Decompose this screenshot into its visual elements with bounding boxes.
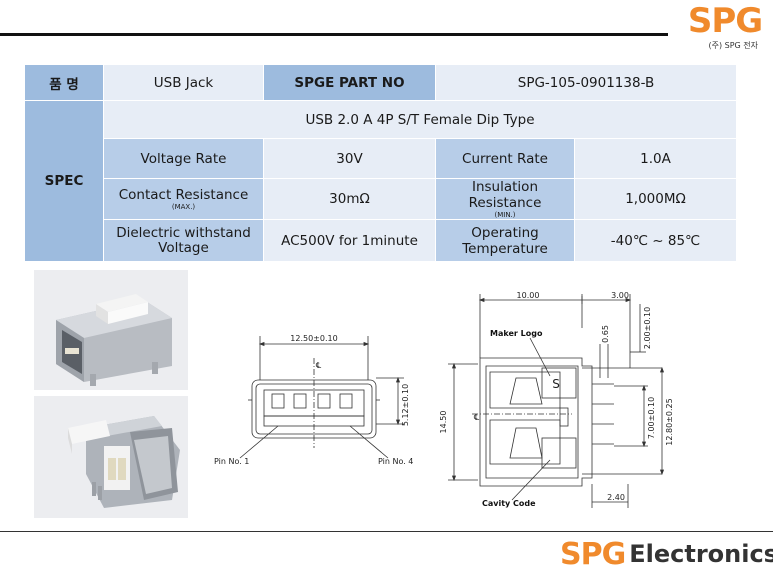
usb-jack-photo-front-image — [34, 270, 188, 390]
operating-temperature-value: -40℃ ~ 85℃ — [574, 219, 737, 262]
usb-jack-photo-angle-image — [34, 396, 188, 518]
contact-resistance-sub: (MAX.) — [171, 203, 196, 211]
dielectric-voltage-label-text: Dielectric withstand Voltage — [116, 224, 251, 256]
side-view-drawing: 10.00 3.00 0.65 2.00±0.10 7.00±0.10 12.8… — [432, 288, 732, 514]
side-dim-v-b: 2.00±0.10 — [643, 307, 652, 349]
dielectric-voltage-label: Dielectric withstand Voltage — [103, 219, 264, 262]
side-dim-v-a: 0.65 — [601, 325, 610, 343]
current-rate-value: 1.0A — [574, 138, 737, 179]
dielectric-voltage-value: AC500V for 1minute — [263, 219, 436, 262]
bottom-rule — [0, 531, 773, 532]
voltage-rate-value: 30V — [263, 138, 436, 179]
current-rate-label-text: Current Rate — [462, 150, 548, 167]
insulation-resistance-label-text: Insulation Resistance — [468, 179, 542, 211]
current-rate-label: Current Rate — [435, 138, 575, 179]
maker-logo-label: Maker Logo — [490, 329, 543, 338]
insulation-resistance-sub: (MIN.) — [494, 211, 516, 219]
contact-resistance-label-text: Contact Resistance — [118, 187, 249, 203]
maker-logo-glyph: S — [552, 377, 560, 391]
side-view-svg: 10.00 3.00 0.65 2.00±0.10 7.00±0.10 12.8… — [439, 291, 674, 508]
brand-logo-top: SPG (주) SPG 전자 — [684, 2, 766, 54]
contact-resistance-label: Contact Resistance(MAX.) — [103, 178, 264, 220]
insulation-resistance-value: 1,000MΩ — [574, 178, 737, 220]
type-description: USB 2.0 A 4P S/T Female Dip Type — [103, 100, 737, 139]
product-name-label: 품 명 — [24, 64, 104, 101]
operating-temperature-label-text: Operating Temperature — [462, 224, 548, 257]
part-no-label: SPGE PART NO — [263, 64, 436, 101]
product-photo-angle — [34, 396, 188, 518]
spec-label: SPEC — [24, 100, 104, 262]
pin4-label: Pin No. 4 — [378, 457, 413, 466]
side-top-dim-b: 3.00 — [611, 291, 629, 300]
front-view-svg: 12.50±0.10 ℄ 5.12±0.10 Pin No. 1 Pin No.… — [214, 334, 413, 466]
voltage-rate-label-text: Voltage Rate — [140, 150, 227, 167]
front-view-drawing: 12.50±0.10 ℄ 5.12±0.10 Pin No. 1 Pin No.… — [208, 328, 430, 470]
side-dim-v-d: 12.80±0.25 — [665, 398, 674, 445]
side-top-dim-a: 10.00 — [517, 291, 540, 300]
pin1-label: Pin No. 1 — [214, 457, 249, 466]
insulation-resistance-label: Insulation Resistance(MIN.) — [435, 178, 575, 220]
side-dim-left: 14.50 — [439, 411, 448, 434]
voltage-rate-label: Voltage Rate — [103, 138, 264, 179]
brand-logo-mark: SPG — [687, 1, 763, 41]
part-no-value: SPG-105-0901138-B — [435, 64, 737, 101]
front-width-dim: 12.50±0.10 — [290, 334, 337, 343]
product-photo-front — [34, 270, 188, 390]
front-center-mark: ℄ — [316, 361, 322, 370]
front-height-dim: 5.12±0.10 — [401, 384, 410, 426]
cavity-code-label: Cavity Code — [482, 499, 536, 508]
brand-logo-sub: (주) SPG 전자 — [708, 41, 758, 50]
brand-logo-bottom: SPG Electronics — [560, 536, 773, 572]
side-center-mark: ℄ — [474, 413, 480, 422]
brand-footer-mark: SPG — [560, 536, 626, 572]
contact-resistance-value: 30mΩ — [263, 178, 436, 220]
top-rule — [0, 33, 668, 36]
side-dim-v-c: 7.00±0.10 — [647, 397, 656, 439]
operating-temperature-label: Operating Temperature — [435, 219, 575, 262]
part-no-label-text: SPGE PART NO — [294, 74, 405, 91]
side-dim-bottom: 2.40 — [607, 493, 625, 502]
brand-footer-word: Electronics — [629, 540, 773, 568]
spec-table: 품 명 USB Jack SPGE PART NO SPG-105-090113… — [24, 64, 737, 262]
product-name-value: USB Jack — [103, 64, 264, 101]
